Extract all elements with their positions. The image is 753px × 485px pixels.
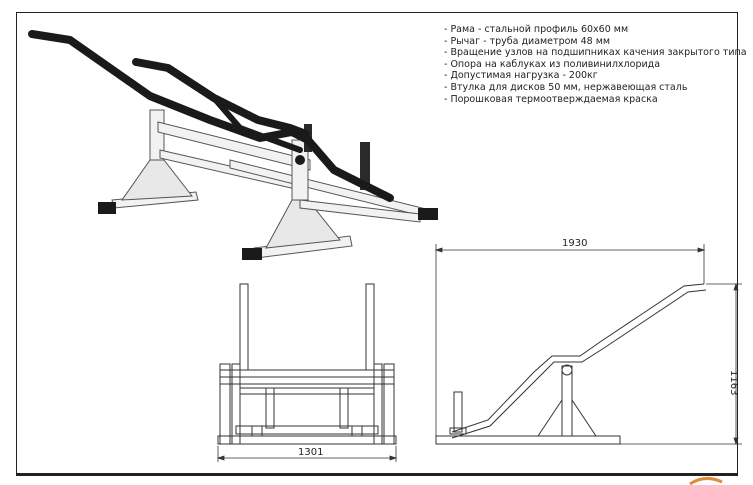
side-rails	[157, 121, 431, 219]
front-view-upright-left	[239, 283, 249, 371]
levers	[28, 30, 394, 202]
height-dimension	[620, 282, 742, 446]
spec-load: - Допустимая нагрузка - 200кг	[444, 70, 598, 82]
front-foot-left	[242, 248, 262, 260]
weight-sleeve-right	[360, 142, 370, 190]
front-view	[217, 283, 397, 445]
pivot-bearing	[295, 155, 305, 165]
spec-paint: - Порошковая термоотверждаемая краска	[444, 93, 658, 105]
front-frame	[253, 139, 421, 259]
machine-render	[28, 30, 438, 260]
spec-sleeve: - Втулка для дисков 50 мм, нержавеющая с…	[444, 81, 688, 93]
specifications-list: - Рама - стальной профиль 60х60 мм - Рыч…	[444, 24, 747, 105]
height-dimension-label: 1163	[728, 370, 739, 395]
width-dimension	[216, 446, 398, 462]
rear-foot-left	[98, 202, 116, 214]
spec-frame: - Рама - стальной профиль 60х60 мм	[444, 24, 629, 35]
length-dimension-label: 1930	[562, 238, 587, 249]
rear-frame	[111, 109, 199, 209]
spec-feet: - Опора на каблуках из поливинилхлорида	[444, 58, 661, 70]
length-dimension	[434, 244, 706, 436]
side-view	[435, 283, 707, 445]
front-foot-right	[418, 208, 438, 220]
brand-logo-mark	[689, 477, 723, 485]
footer-divider	[16, 474, 738, 476]
spec-lever: - Рычаг - труба диаметром 48 мм	[444, 35, 611, 47]
spec-bearings: - Вращение узлов на подшипниках качения …	[444, 47, 747, 59]
width-dimension-label: 1301	[298, 447, 323, 458]
front-view-upright-right	[365, 283, 375, 371]
